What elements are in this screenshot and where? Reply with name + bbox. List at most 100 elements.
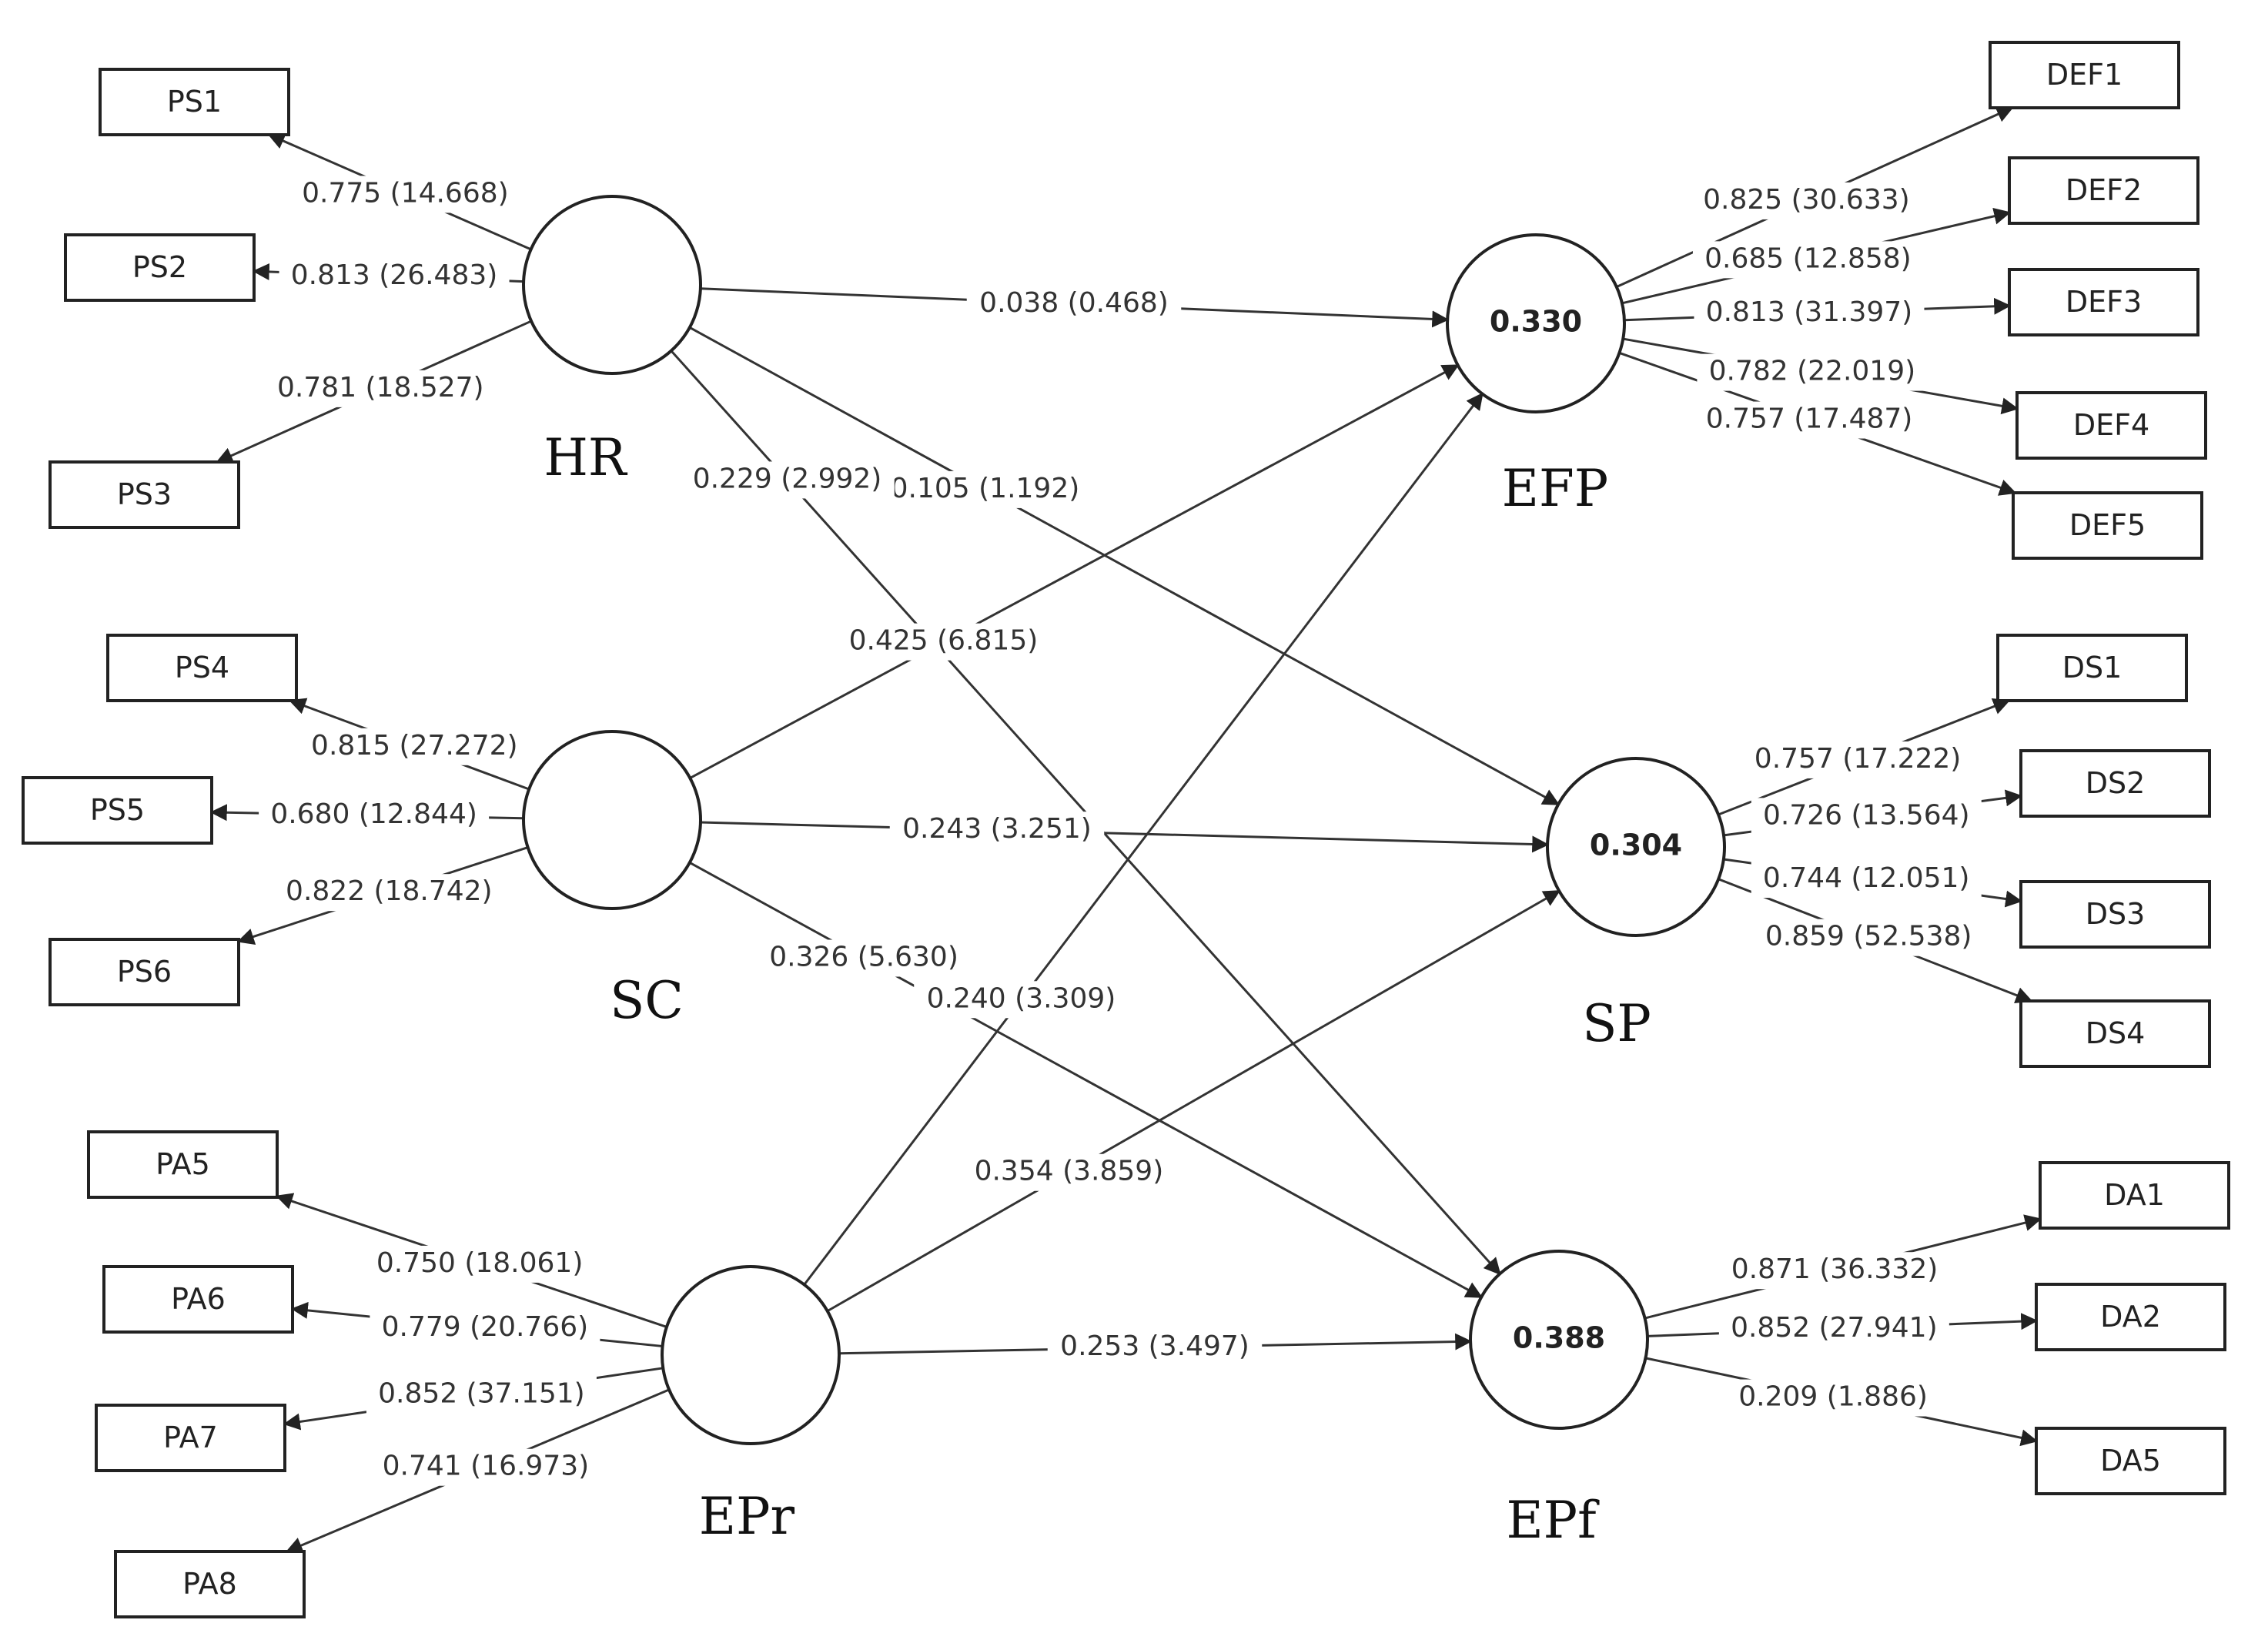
loading-label-ps5-bg xyxy=(259,796,490,834)
indicator-box-pa5[interactable] xyxy=(87,1130,279,1199)
path-label-epr-efp-text: 0.240 (3.309) xyxy=(927,982,1116,1014)
indicator-box-def3[interactable] xyxy=(2008,268,2199,336)
construct-circle-efp[interactable] xyxy=(1446,233,1626,413)
indicator-box-ds1[interactable] xyxy=(1996,634,2188,702)
indicator-label-def3: DEF3 xyxy=(2066,285,2142,319)
loading-label-pa6-bg xyxy=(370,1310,600,1347)
loading-label-ds4-bg xyxy=(1753,919,1984,956)
indicator-pa5[interactable]: PA5 xyxy=(87,1130,279,1199)
path-label-sc-sp-bg xyxy=(889,812,1105,849)
indicator-def4[interactable]: DEF4 xyxy=(2015,391,2207,460)
indicator-pa6[interactable]: PA6 xyxy=(102,1265,294,1334)
loading-label-ds2-text: 0.726 (13.564) xyxy=(1763,799,1970,831)
indicator-label-ps1: PS1 xyxy=(167,85,222,119)
indicator-ds1[interactable]: DS1 xyxy=(1996,634,2188,702)
indicator-ps4[interactable]: PS4 xyxy=(106,634,298,702)
construct-hr[interactable]: HR xyxy=(522,195,702,487)
loading-label-ps2: 0.813 (26.483) xyxy=(279,258,510,296)
construct-circle-sp[interactable] xyxy=(1546,757,1726,937)
construct-circle-epr[interactable] xyxy=(661,1265,841,1445)
loading-label-ps6-text: 0.822 (18.742) xyxy=(286,875,493,907)
indicator-box-def4[interactable] xyxy=(2015,391,2207,460)
construct-name-sc: SC xyxy=(610,971,684,1030)
loading-label-def3-text: 0.813 (31.397) xyxy=(1706,296,1913,328)
indicator-ds3[interactable]: DS3 xyxy=(2019,880,2211,949)
indicator-ds2[interactable]: DS2 xyxy=(2019,749,2211,818)
construct-circle-sc[interactable] xyxy=(522,730,702,910)
indicator-box-da5[interactable] xyxy=(2035,1427,2226,1495)
indicator-def3[interactable]: DEF3 xyxy=(2008,268,2199,336)
indicator-ps5[interactable]: PS5 xyxy=(22,776,213,845)
r-squared-efp: 0.330 xyxy=(1490,305,1582,339)
construct-name-sp: SP xyxy=(1582,994,1651,1053)
indicator-box-ds4[interactable] xyxy=(2019,999,2211,1068)
loading-label-ds4-text: 0.859 (52.538) xyxy=(1765,921,1972,952)
indicator-ps2[interactable]: PS2 xyxy=(64,233,256,302)
indicator-ps3[interactable]: PS3 xyxy=(49,460,240,529)
loading-label-def4: 0.782 (22.019) xyxy=(1697,353,1928,391)
edge-labels-layer: 0.775 (14.668)0.813 (26.483)0.781 (18.52… xyxy=(259,176,1984,1486)
path-label-sc-sp: 0.243 (3.251) xyxy=(889,812,1105,849)
indicator-da1[interactable]: DA1 xyxy=(2039,1161,2230,1230)
indicator-def2[interactable]: DEF2 xyxy=(2008,156,2199,225)
indicator-box-ps1[interactable] xyxy=(99,68,290,136)
indicator-box-pa8[interactable] xyxy=(114,1550,306,1618)
loading-label-def1-bg xyxy=(1691,182,1922,219)
construct-circle-hr[interactable] xyxy=(522,195,702,375)
indicator-box-da1[interactable] xyxy=(2039,1161,2230,1230)
indicator-box-ps2[interactable] xyxy=(64,233,256,302)
loading-label-ps4: 0.815 (27.272) xyxy=(299,728,530,765)
indicator-da5[interactable]: DA5 xyxy=(2035,1427,2226,1495)
indicator-box-ds2[interactable] xyxy=(2019,749,2211,818)
path-label-sc-epf-text: 0.326 (5.630) xyxy=(769,941,958,972)
loading-label-def2-text: 0.685 (12.858) xyxy=(1704,243,1912,274)
indicator-box-pa6[interactable] xyxy=(102,1265,294,1334)
path-label-epr-efp-bg xyxy=(914,981,1129,1019)
indicator-box-def2[interactable] xyxy=(2008,156,2199,225)
indicator-def1[interactable]: DEF1 xyxy=(1989,41,2180,109)
loading-label-def5-bg xyxy=(1694,401,1925,439)
r-squared-sp: 0.304 xyxy=(1590,828,1682,862)
indicator-box-ds3[interactable] xyxy=(2019,880,2211,949)
indicator-pa7[interactable]: PA7 xyxy=(95,1404,286,1472)
loading-label-pa5-bg xyxy=(364,1245,595,1283)
indicator-box-pa7[interactable] xyxy=(95,1404,286,1472)
indicator-box-da2[interactable] xyxy=(2035,1283,2226,1351)
construct-sc[interactable]: SC xyxy=(522,730,702,1030)
indicator-pa8[interactable]: PA8 xyxy=(114,1550,306,1618)
path-edge-sc-efp xyxy=(689,364,1460,779)
path-label-sc-efp: 0.425 (6.815) xyxy=(836,623,1051,661)
indicator-da2[interactable]: DA2 xyxy=(2035,1283,2226,1351)
indicator-box-ps5[interactable] xyxy=(22,776,213,845)
path-label-hr-epf-text: 0.229 (2.992) xyxy=(693,463,882,494)
indicator-label-def2: DEF2 xyxy=(2066,173,2142,207)
path-label-hr-sp: 0.105 (1.192) xyxy=(878,470,1092,508)
loading-label-def3: 0.813 (31.397) xyxy=(1694,294,1925,332)
indicator-label-da1: DA1 xyxy=(2104,1178,2165,1212)
indicator-box-ps6[interactable] xyxy=(49,938,240,1006)
indicator-box-ps4[interactable] xyxy=(106,634,298,702)
loading-label-ds3-text: 0.744 (12.051) xyxy=(1763,862,1970,894)
path-label-hr-sp-bg xyxy=(878,470,1092,508)
indicator-ps6[interactable]: PS6 xyxy=(49,938,240,1006)
loading-label-ds2-bg xyxy=(1751,798,1982,835)
indicator-def5[interactable]: DEF5 xyxy=(2012,491,2203,560)
indicator-ps1[interactable]: PS1 xyxy=(99,68,290,136)
construct-circle-epf[interactable] xyxy=(1469,1250,1649,1430)
indicator-box-def1[interactable] xyxy=(1989,41,2180,109)
indicator-box-def5[interactable] xyxy=(2012,491,2203,560)
construct-epr[interactable]: EPr xyxy=(661,1265,841,1546)
path-label-epr-epf-bg xyxy=(1047,1329,1263,1366)
indicator-box-ps3[interactable] xyxy=(49,460,240,529)
loading-label-ps5-text: 0.680 (12.844) xyxy=(270,798,477,830)
indicator-label-ds4: DS4 xyxy=(2086,1016,2146,1050)
indicator-ds4[interactable]: DS4 xyxy=(2019,999,2211,1068)
loading-label-pa5-text: 0.750 (18.061) xyxy=(376,1247,584,1279)
indicator-label-ds1: DS1 xyxy=(2062,651,2122,684)
indicator-label-pa6: PA6 xyxy=(171,1282,226,1316)
